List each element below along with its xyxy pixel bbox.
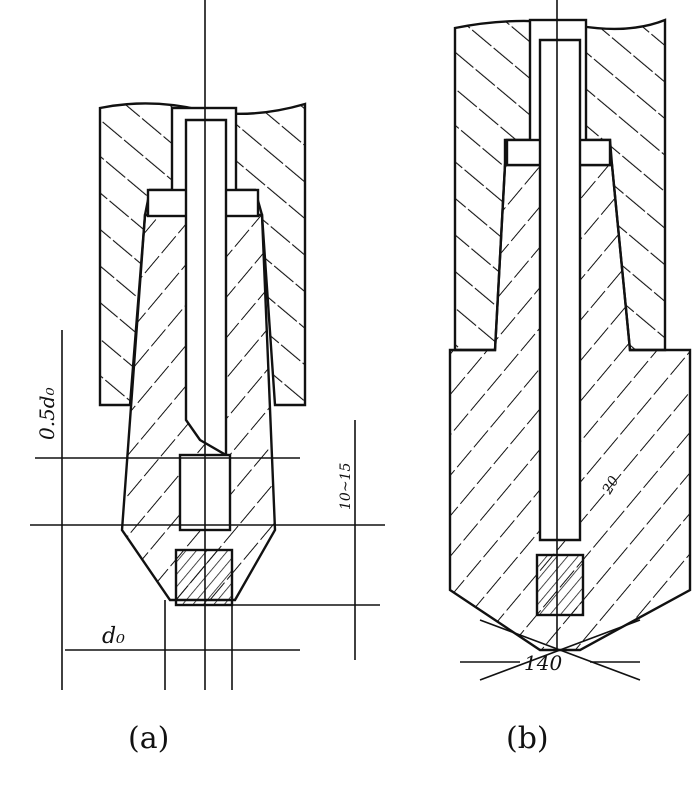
figure-a	[30, 0, 385, 690]
dim-range-label: 10~15	[338, 463, 354, 510]
needle-bore-b	[538, 38, 582, 542]
holder-body-b	[453, 18, 667, 352]
caption-b: (b)	[506, 721, 549, 756]
dimension-lines-a	[30, 330, 385, 690]
figure-b	[448, 0, 692, 681]
dim-offset-label: 0.5d₀	[35, 387, 59, 440]
angle-lines-b	[460, 619, 641, 681]
needle-bore-a	[184, 118, 228, 458]
dim-diameter-label: d₀	[102, 624, 125, 649]
insert-a	[174, 548, 234, 607]
caption-a: (a)	[128, 721, 169, 756]
dim-angle-label: 140	[524, 651, 562, 675]
insert-b	[535, 553, 585, 617]
